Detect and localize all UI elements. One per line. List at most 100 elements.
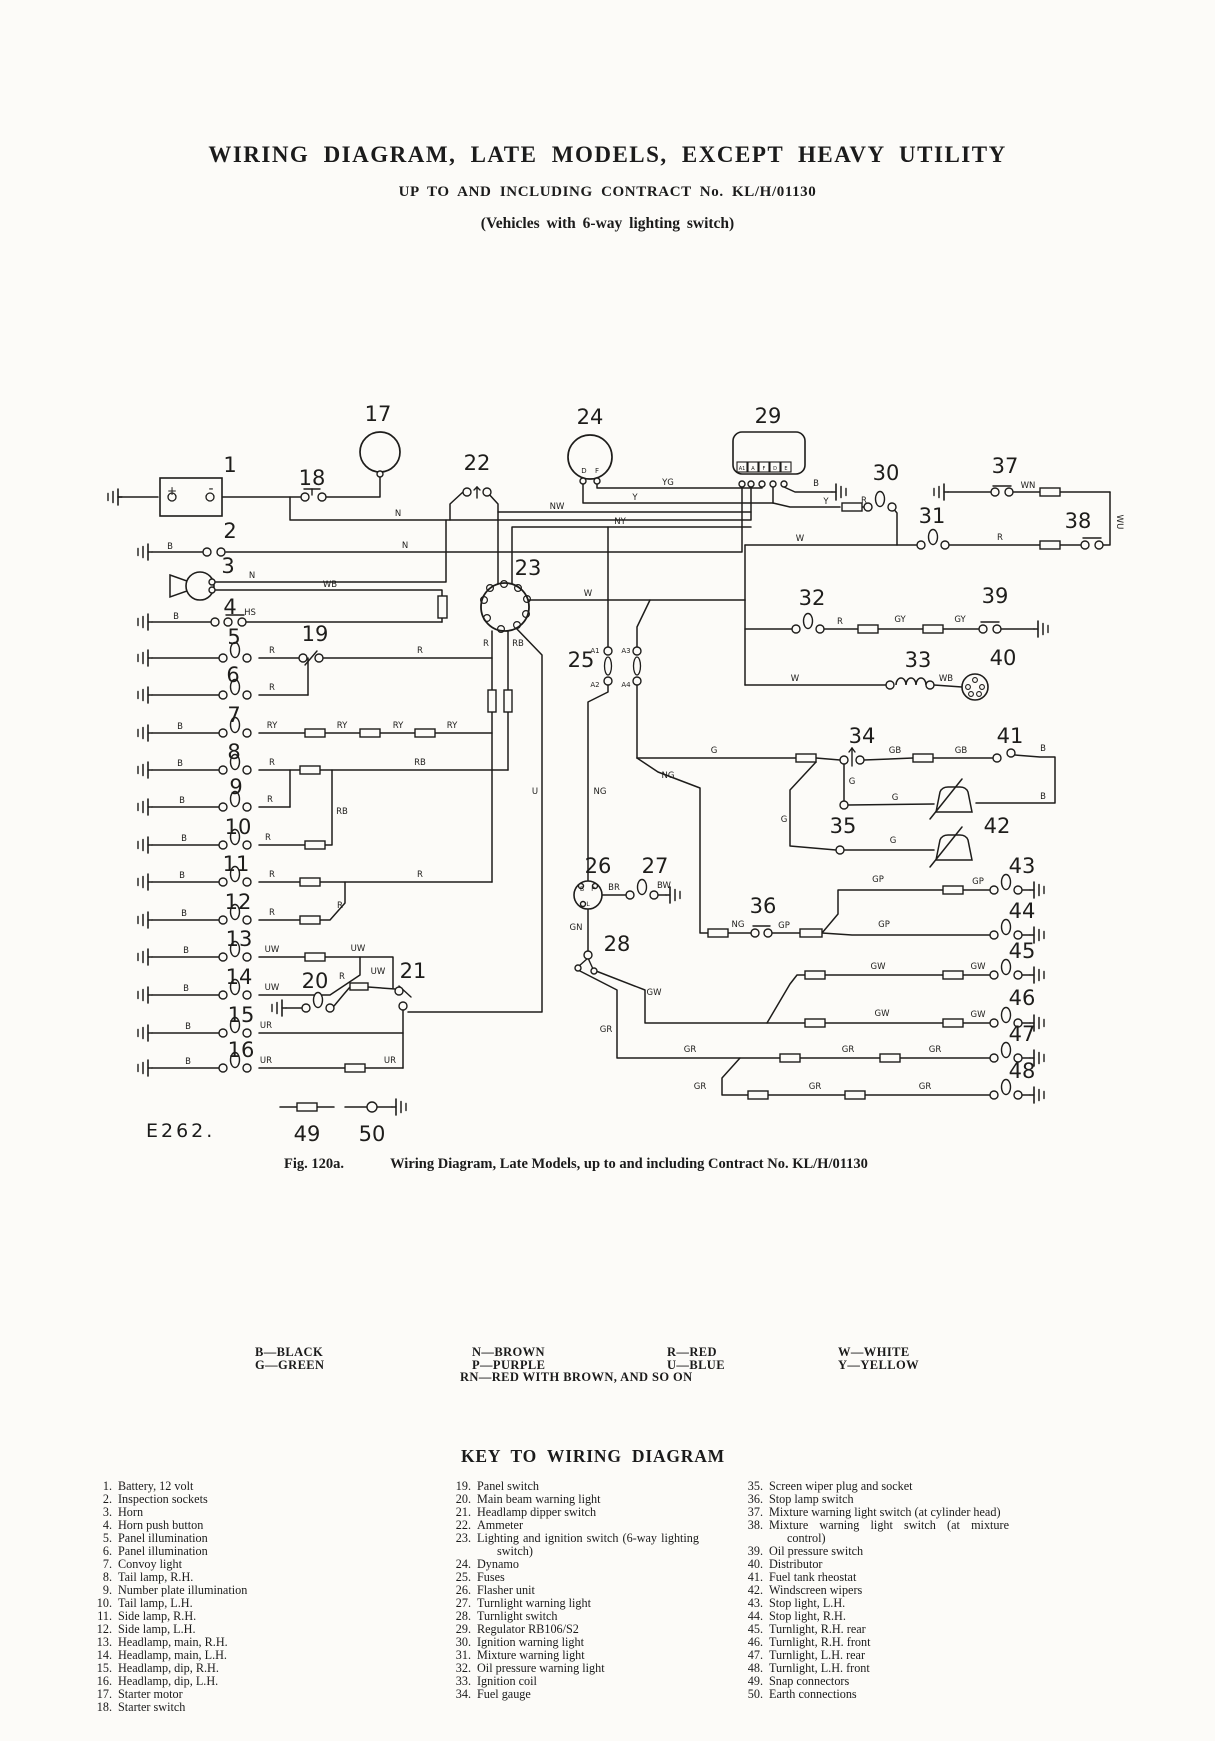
component-number: 23: [515, 556, 542, 580]
connector-circle: [591, 882, 599, 890]
key-item: 19.Panel switch: [437, 1480, 699, 1493]
wire-colour-label: YG: [661, 478, 674, 488]
switch-terminal: [521, 609, 530, 618]
wire-colour-label: WB: [939, 674, 953, 684]
wire-colour-label: B: [181, 909, 187, 919]
key-item-label: Dynamo: [477, 1557, 519, 1571]
wiper-blade: [929, 826, 963, 868]
component-number: 1: [223, 453, 236, 477]
key-item-label: Turnlight switch: [477, 1609, 558, 1623]
key-item-number: 18.: [96, 1700, 112, 1714]
wire-colour-label: NG: [662, 771, 675, 781]
component-number: 42: [984, 814, 1011, 838]
component-number: 18: [299, 466, 326, 490]
lamp-symbol: [1000, 958, 1012, 976]
key-item-number: 6.: [102, 1544, 112, 1558]
connector-rect: [942, 885, 964, 895]
wire-colour-label: B: [177, 759, 183, 769]
switch-terminal: [512, 620, 521, 629]
key-item: 9.Number plate illumination: [88, 1584, 403, 1597]
key-item-number: 25.: [455, 1570, 471, 1584]
horn-cone: [169, 573, 188, 599]
key-item-number: 48.: [747, 1661, 763, 1675]
component-number: 26: [585, 854, 612, 878]
key-item: 5.Panel illumination: [88, 1532, 403, 1545]
key-item-label: Headlamp, dip, R.H.: [118, 1661, 219, 1675]
wire-colour-label: U: [532, 787, 538, 797]
switch-terminal: [522, 594, 531, 603]
key-item-label: Mixture warning light: [477, 1648, 585, 1662]
distributor-dot: [968, 691, 974, 697]
switch-bar: [304, 650, 318, 666]
lamp-terminal: [242, 802, 252, 812]
wire-colour-label: B: [1040, 792, 1046, 802]
figure-caption: Fig. 120a.Wiring Diagram, Late Models, u…: [0, 1156, 1152, 1173]
key-item-label: Screen wiper plug and socket: [769, 1479, 913, 1493]
lamp-terminal: [1013, 1053, 1023, 1063]
key-item: 31.Mixture warning light: [437, 1649, 699, 1662]
connector-circle: [216, 547, 226, 557]
connector-circle: [394, 986, 404, 996]
wire-colour-label: B: [181, 834, 187, 844]
key-item: 47.Turnlight, L.H. rear: [733, 1649, 1009, 1662]
lamp-symbol: [229, 1016, 241, 1034]
battery-terminal: [205, 492, 215, 502]
wire-colour-label: R: [337, 901, 343, 911]
lamp-terminal: [1013, 1090, 1023, 1100]
component-number: 14: [226, 965, 253, 989]
connector-circle: [462, 487, 472, 497]
component-number: 16: [228, 1038, 255, 1062]
wire-colour-label: B: [177, 722, 183, 732]
key-item: 48.Turnlight, L.H. front: [733, 1662, 1009, 1675]
wire: [595, 970, 806, 1024]
wire-colour-label: B: [167, 542, 173, 552]
component-number: 41: [997, 724, 1024, 748]
lamp-symbol: [229, 678, 241, 696]
key-item-label: Side lamp, R.H.: [118, 1609, 197, 1623]
wire-colour-label: B: [185, 1022, 191, 1032]
lamp-terminal: [218, 653, 228, 663]
lighting-switch-symbol: [480, 582, 530, 632]
connector-circle: [855, 755, 865, 765]
connector-rect: [707, 928, 729, 938]
connector-rect: [304, 840, 326, 850]
switch-terminal: [480, 595, 489, 604]
connector-circle: [758, 480, 766, 488]
key-item-label: Turnlight, R.H. rear: [769, 1622, 866, 1636]
key-item-label: Fuel tank rheostat: [769, 1570, 857, 1584]
component-number: 49: [294, 1122, 321, 1146]
key-item-label: Panel illumination: [118, 1544, 208, 1558]
key-item: 13.Headlamp, main, R.H.: [88, 1636, 403, 1649]
lamp-terminal: [218, 990, 228, 1000]
lamp-terminal: [989, 1053, 999, 1063]
component-number: 3: [221, 554, 234, 578]
key-heading: KEY TO WIRING DIAGRAM: [460, 1446, 726, 1466]
wire: [933, 684, 963, 688]
key-item: 11.Side lamp, R.H.: [88, 1610, 403, 1623]
wire-colour-label: NG: [732, 920, 745, 930]
wiper-symbol: [935, 786, 973, 813]
key-item-label: Regulator RB106/S2: [477, 1622, 579, 1636]
lamp-terminal: [989, 1018, 999, 1028]
wire-colour-label: R: [997, 533, 1003, 543]
wire: [582, 483, 774, 504]
connector-rect: [503, 689, 513, 713]
wire-colour-label: GW: [971, 1010, 987, 1020]
key-item-label: Snap connectors: [769, 1674, 850, 1688]
connector-circle: [593, 477, 601, 485]
wire-colour-label: UR: [260, 1021, 272, 1031]
key-item-label: Convoy light: [118, 1557, 182, 1571]
key-item: 36.Stop lamp switch: [733, 1493, 1009, 1506]
wire: [975, 754, 1056, 804]
connector-rect: [747, 1090, 769, 1100]
wire-colour-label: NY: [614, 517, 626, 527]
component-number: 40: [990, 646, 1017, 670]
wire-colour-label: A: [751, 466, 755, 472]
component-number: 27: [642, 854, 669, 878]
connector-rect: [414, 728, 436, 738]
key-item: 28.Turnlight switch: [437, 1610, 699, 1623]
key-item: 6. Panel illumination: [88, 1545, 403, 1558]
